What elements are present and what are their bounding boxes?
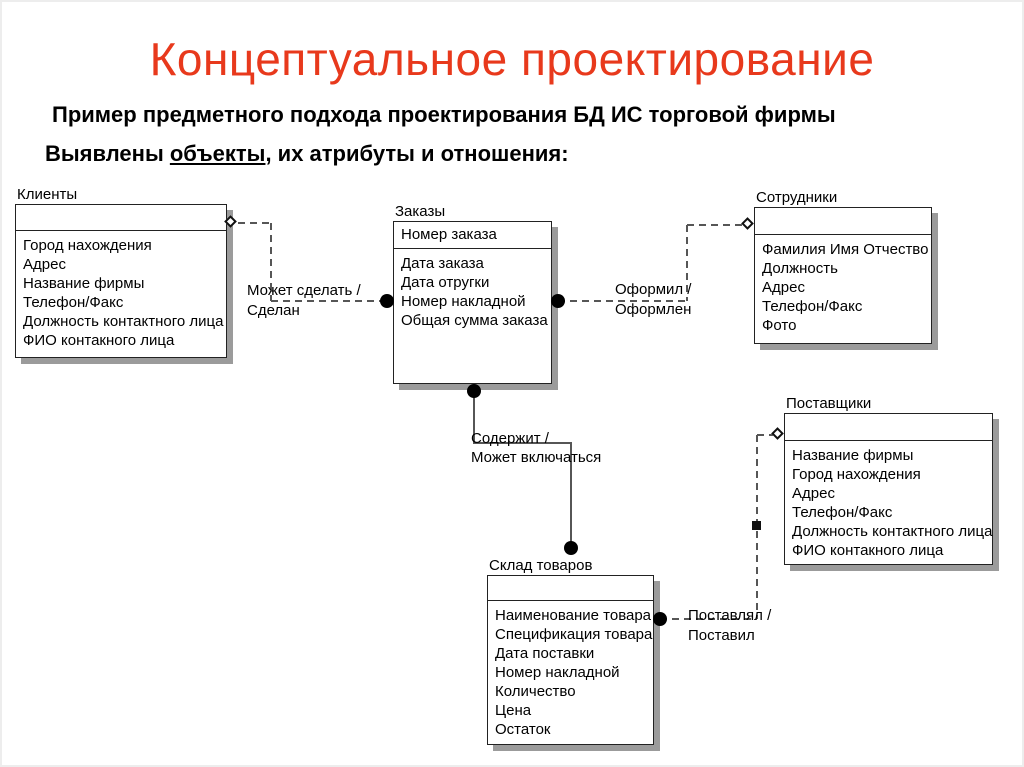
relationship-line1: Поставлял / [688,607,772,624]
entity-orders: Заказы Номер заказа Дата заказа Дата отр… [393,204,552,384]
attribute: Номер накладной [401,293,526,310]
entity-warehouse: Склад товаров Наименование товара Специф… [487,558,654,745]
relationship-line2: Оформлен [615,301,692,318]
attribute: Телефон/Факс [23,294,124,311]
aggregation-diamond-icon [771,427,784,440]
relationship-label-orders-warehouse: Содержит / Может включаться [471,429,601,467]
entity-suppliers-box: Название фирмы Город нахождения Адрес Те… [784,413,993,565]
entity-clients-box: Город нахождения Адрес Название фирмы Те… [15,204,227,358]
attribute: Должность контактного лица [23,313,224,330]
attribute: Фото [762,317,797,334]
entity-orders-attributes: Дата заказа Дата отругки Номер накладной… [394,249,551,330]
entity-suppliers-attributes: Название фирмы Город нахождения Адрес Те… [785,441,992,560]
connector-orders-warehouse-h1 [473,442,572,444]
attribute: ФИО контакного лица [23,332,175,349]
entity-employees-label: Сотрудники [756,189,838,206]
attribute: Дата отругки [401,274,490,291]
entity-suppliers-label: Поставщики [786,395,872,412]
entity-employees-box: Фамилия Имя Отчество Должность Адрес Тел… [754,207,932,344]
page-title: Концептуальное проектирование [149,33,875,85]
entity-warehouse-box: Наименование товара Спецификация товара … [487,575,654,745]
connector-clients-orders-h2 [271,300,387,302]
attribute: Адрес [792,485,835,502]
connector-warehouse-suppliers-h2 [757,434,773,436]
intro-line: Выявлены объекты, их атрибуты и отношени… [45,141,569,167]
attribute: Должность [762,260,838,277]
entity-employees: Сотрудники Фамилия Имя Отчество Должност… [754,190,932,344]
attribute: Адрес [23,256,66,273]
connector-endpoint-dot [467,384,481,398]
connector-orders-employees-v1 [686,225,688,301]
entity-employees-key-field [755,208,931,235]
attribute: Город нахождения [792,466,921,483]
relationship-line2: Может включаться [471,449,602,466]
connector-orders-employees-h1 [558,300,687,302]
page-subtitle: Пример предметного подхода проектировани… [52,102,836,127]
connector-orders-warehouse-v1 [473,391,475,444]
relationship-label-clients-orders: Может сделать / Сделан [247,281,361,321]
entity-warehouse-label: Склад товаров [489,557,593,574]
connector-midpoint-square [752,521,761,530]
relationship-line1: Оформил / [615,281,692,298]
attribute: Должность контактного лица [792,523,993,540]
intro-suffix: , их атрибуты и отношения: [265,141,569,166]
attribute: Телефон/Факс [762,298,863,315]
attribute: Спецификация товара [495,626,653,643]
attribute: Номер накладной [495,664,620,681]
connector-warehouse-suppliers-h1 [660,618,757,620]
entity-clients-key-field [16,205,226,231]
connector-endpoint-dot [653,612,667,626]
entity-orders-box: Номер заказа Дата заказа Дата отругки Но… [393,221,552,384]
relationship-line1: Содержит / [471,430,549,447]
relationship-line2: Сделан [247,302,300,319]
connector-endpoint-dot [551,294,565,308]
relationship-label-warehouse-suppliers: Поставлял / Поставил [688,606,771,646]
connector-endpoint-dot [564,541,578,555]
entity-suppliers: Поставщики Название фирмы Город нахожден… [784,396,993,565]
connector-clients-orders-v1 [270,223,272,301]
intro-prefix: Выявлены [45,141,170,166]
attribute: Остаток [495,721,551,738]
attribute: Название фирмы [792,447,914,464]
attribute: Адрес [762,279,805,296]
attribute: Фамилия Имя Отчество [762,241,929,258]
entity-employees-attributes: Фамилия Имя Отчество Должность Адрес Тел… [755,235,931,335]
entity-clients: Клиенты Город нахождения Адрес Название … [15,187,227,358]
entity-orders-key-field: Номер заказа [394,222,551,249]
connector-endpoint-dot [380,294,394,308]
entity-warehouse-attributes: Наименование товара Спецификация товара … [488,601,653,739]
attribute: Дата заказа [401,255,484,272]
attribute: Город нахождения [23,237,152,254]
attribute: Телефон/Факс [792,504,893,521]
connector-orders-warehouse-v2 [570,443,572,549]
attribute: Количество [495,683,576,700]
entity-suppliers-key-field [785,414,992,441]
connector-clients-orders-h1 [238,222,271,224]
entity-orders-label: Заказы [395,203,446,220]
attribute: Общая сумма заказа [401,312,548,329]
entity-clients-label: Клиенты [17,186,78,203]
relationship-line2: Поставил [688,627,755,644]
relationship-label-orders-employees: Оформил / Оформлен [615,280,691,320]
entity-clients-attributes: Город нахождения Адрес Название фирмы Те… [16,231,226,350]
attribute: Название фирмы [23,275,145,292]
connector-orders-employees-h2 [687,224,743,226]
attribute: Дата поставки [495,645,595,662]
entity-warehouse-key-field [488,576,653,601]
intro-underlined-word: объекты [169,141,266,166]
attribute: ФИО контакного лица [792,542,944,559]
aggregation-diamond-icon [741,217,754,230]
attribute: Наименование товара [495,607,652,624]
relationship-line1: Может сделать / [247,282,361,299]
attribute: Цена [495,702,532,719]
